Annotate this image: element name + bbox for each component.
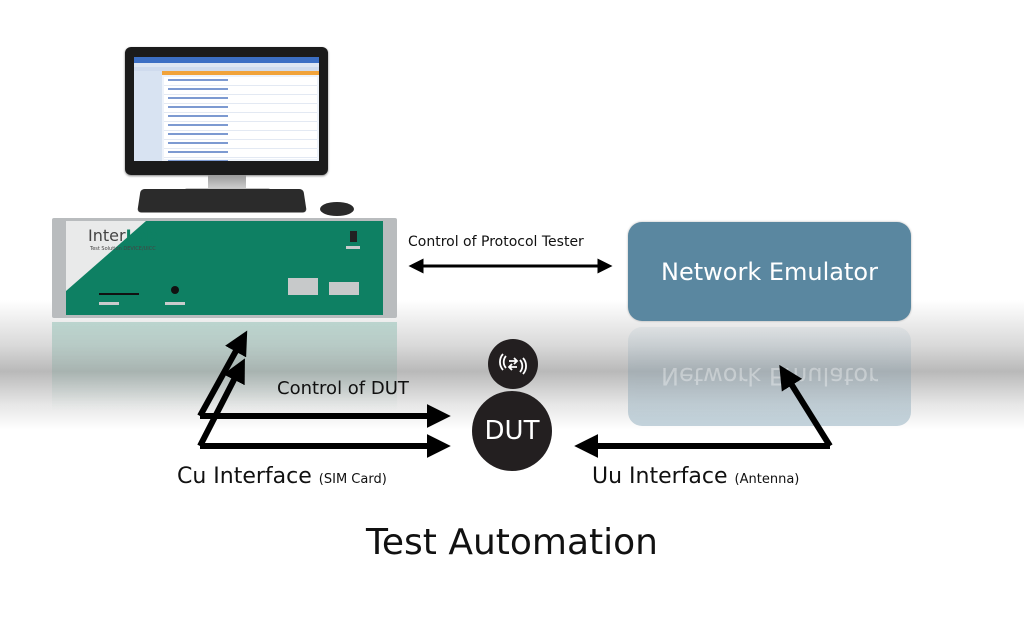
interlab-logo: InterLab <box>88 226 159 245</box>
label-control-protocol-tester: Control of Protocol Tester <box>408 234 584 250</box>
network-emulator-box: Network Emulator <box>628 222 911 321</box>
mouse <box>320 202 354 216</box>
dut-node: DUT <box>472 391 552 471</box>
connector-knob <box>171 286 179 294</box>
sim-slot <box>99 293 139 295</box>
power-switch <box>350 231 357 242</box>
arrow-cu-up <box>197 358 245 448</box>
label-uu-interface: Uu Interface (Antenna) <box>592 464 800 489</box>
interlab-subtitle: Test Solution DEVICE/UICC <box>90 246 156 252</box>
dut-label: DUT <box>484 416 540 446</box>
monitor-screen <box>134 57 319 161</box>
label-cu-interface: Cu Interface (SIM Card) <box>177 464 387 489</box>
monitor <box>125 47 328 175</box>
label-control-dut: Control of DUT <box>277 378 409 399</box>
wireless-exchange-icon <box>488 339 538 389</box>
arrow-control-dut-up <box>197 330 248 418</box>
label-cu-note: (SIM Card) <box>318 472 387 487</box>
usb-port-panel <box>288 278 318 295</box>
diagram-title: Test Automation <box>365 522 658 563</box>
monitor-stand <box>208 175 246 191</box>
rack-logo-panel <box>66 221 146 291</box>
arrow-uu-up <box>779 364 833 448</box>
rack-front-panel: InterLab Test Solution DEVICE/UICC <box>66 221 383 315</box>
protocol-tester-rack: InterLab Test Solution DEVICE/UICC <box>52 218 397 318</box>
network-emulator-label: Network Emulator <box>661 257 878 286</box>
label-uu-note: (Antenna) <box>734 472 800 487</box>
io-port-panel <box>329 282 359 295</box>
